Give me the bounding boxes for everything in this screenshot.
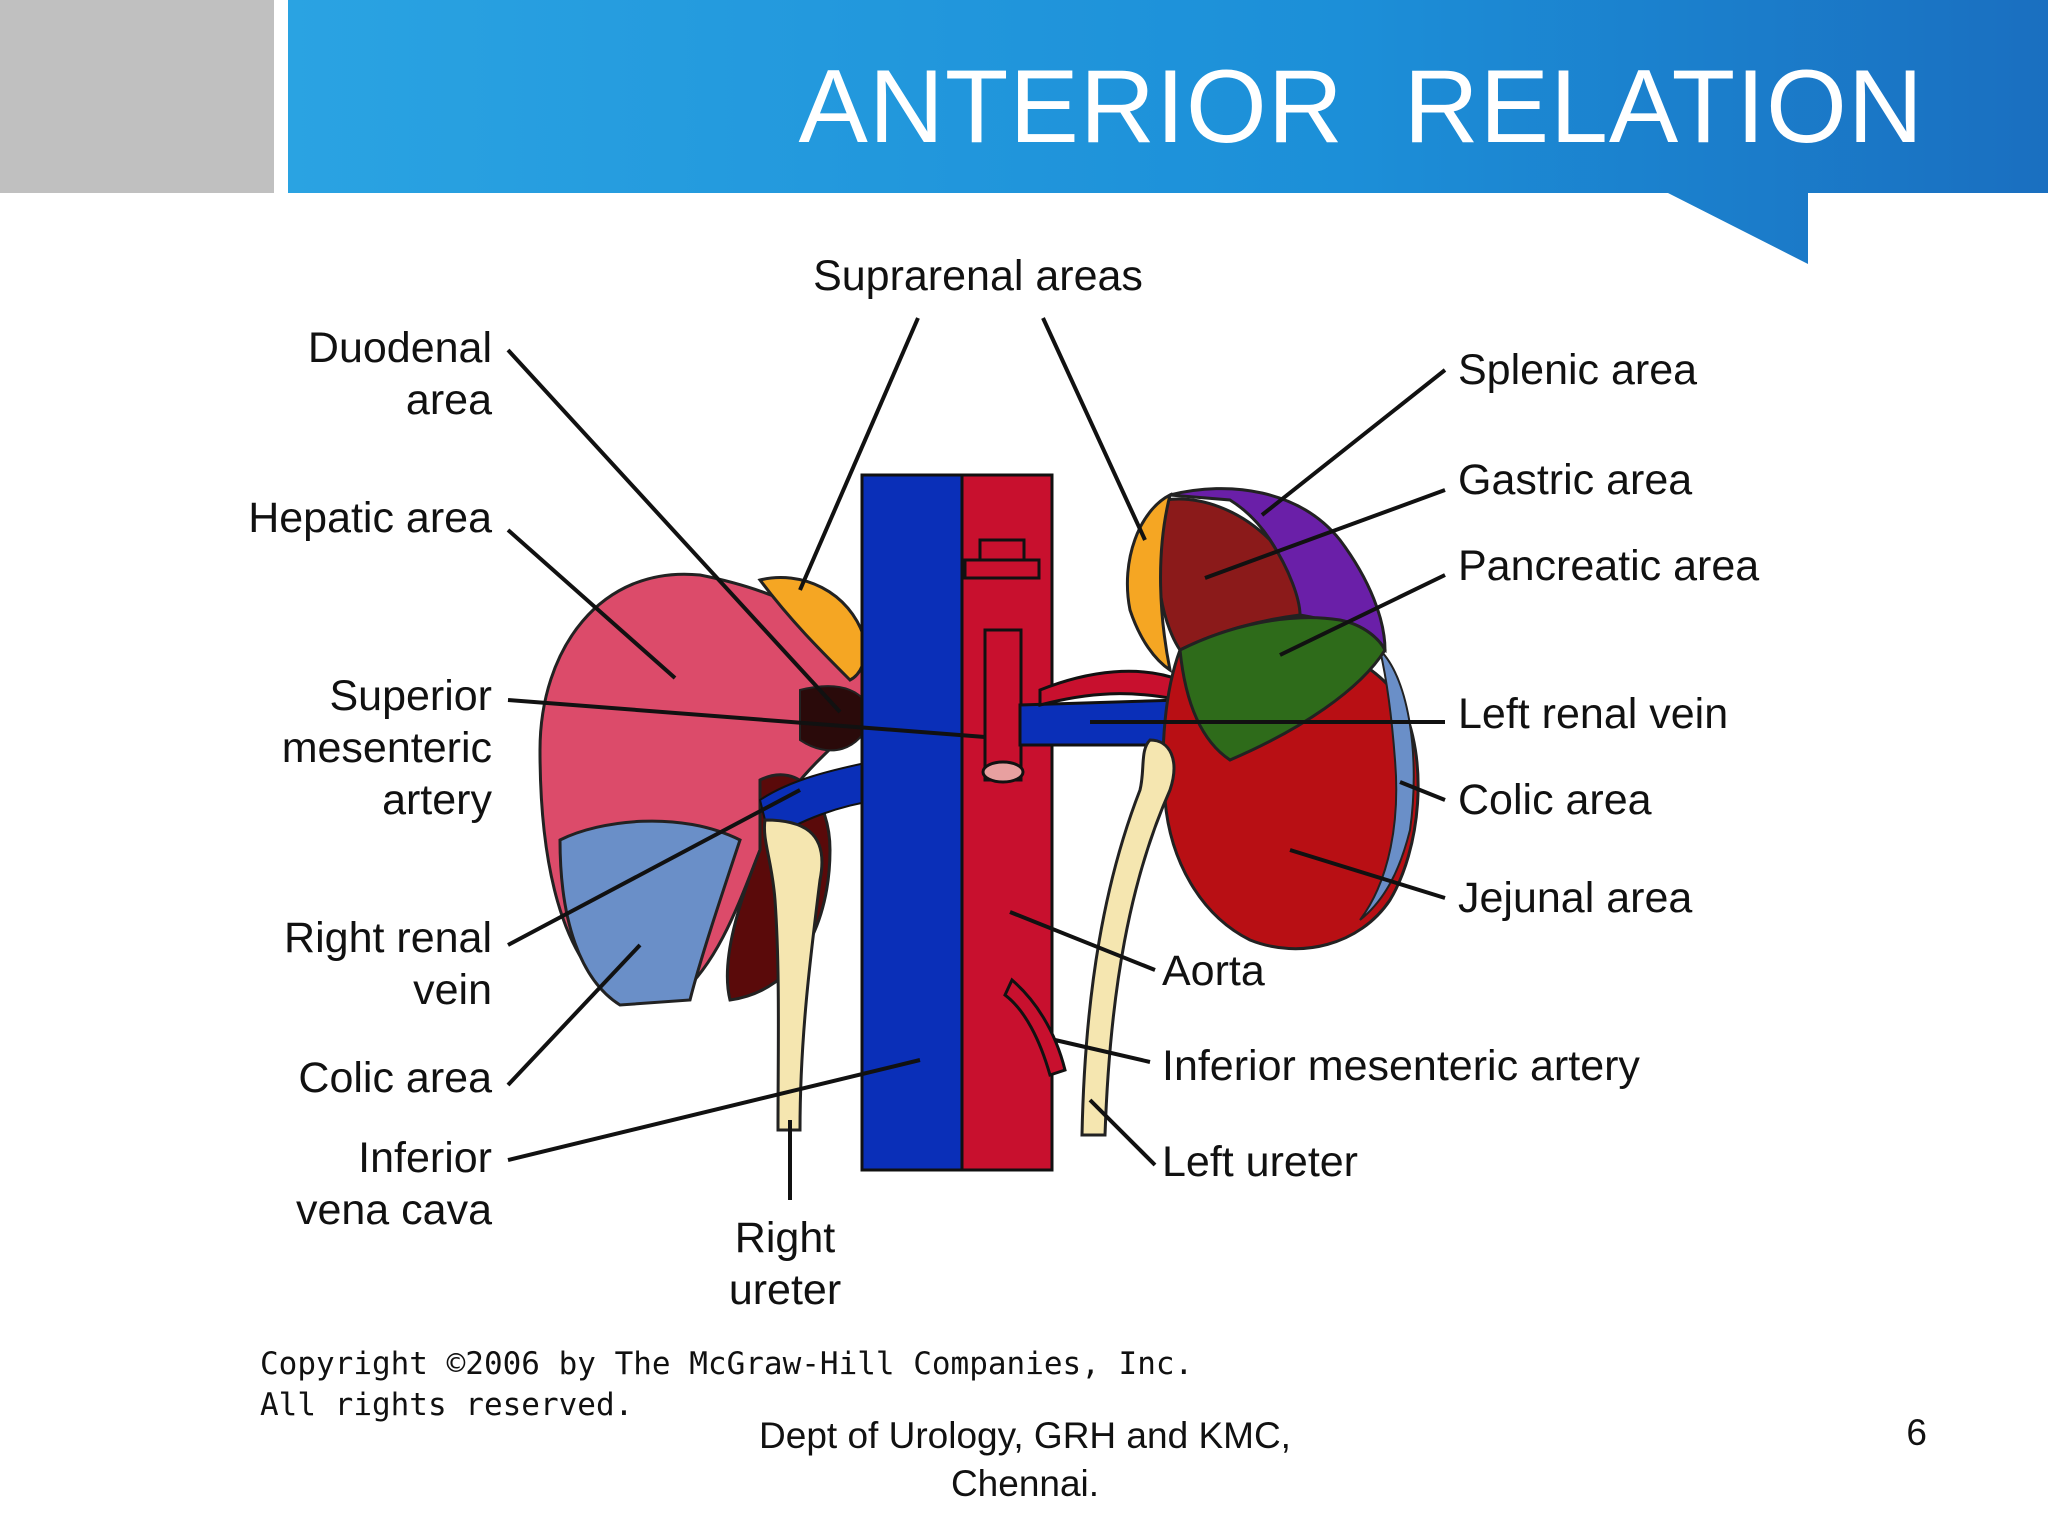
label-right-ureter-line2: ureter — [729, 1266, 841, 1314]
colic-area-right-region — [558, 819, 742, 1007]
left-kidney — [1080, 487, 1420, 1137]
superior-mesenteric-artery-shape — [983, 628, 1023, 782]
footer-line2: Chennai. — [950, 1463, 1100, 1504]
label-aorta: Aorta — [1162, 947, 1265, 995]
label-sma-line1: Superior — [329, 672, 492, 720]
colic-area-left-region — [1359, 646, 1415, 921]
header-band — [288, 0, 2048, 264]
right-ureter-shape — [762, 818, 824, 1132]
aorta-shape — [960, 473, 1054, 1172]
copyright-notice: Copyright ©2006 by The McGraw-Hill Compa… — [260, 1344, 1193, 1426]
inferior-mesenteric-artery-shape — [1003, 977, 1067, 1077]
label-sma-line3: artery — [382, 776, 492, 824]
duodenal-area-region — [799, 685, 872, 752]
pancreatic-area-region — [1178, 616, 1387, 762]
label-right-ureter-line1: Right — [735, 1214, 835, 1262]
copyright-line1: Copyright ©2006 by The McGraw-Hill Compa… — [260, 1346, 1194, 1382]
label-gastric-area: Gastric area — [1458, 456, 1692, 504]
label-pancreatic-area: Pancreatic area — [1458, 542, 1759, 590]
label-left-ureter: Left ureter — [1162, 1138, 1358, 1186]
sma-stump — [981, 760, 1025, 784]
footer-line1: Dept of Urology, GRH and KMC, — [759, 1415, 1291, 1456]
label-colic-area-left: Colic area — [1458, 776, 1652, 824]
label-sma-line2: mesenteric — [282, 724, 492, 772]
label-ivc-line2: vena cava — [296, 1186, 492, 1234]
label-right-renal-vein-line1: Right renal — [284, 914, 492, 962]
leader-lines — [506, 317, 1447, 1200]
label-colic-area-right: Colic area — [298, 1054, 492, 1102]
suprarenal-area-left-region — [1125, 492, 1173, 674]
label-splenic-area: Splenic area — [1458, 346, 1697, 394]
label-suprarenal-areas: Suprarenal areas — [813, 252, 1143, 300]
label-duodenal-area-line1: Duodenal — [308, 324, 492, 372]
label-inferior-mesenteric-artery: Inferior mesenteric artery — [1162, 1042, 1640, 1090]
label-right-renal-vein-line2: vein — [413, 966, 492, 1014]
page-number: 6 — [1906, 1412, 1927, 1453]
label-left-renal-vein: Left renal vein — [1458, 690, 1728, 738]
label-hepatic-area: Hepatic area — [248, 494, 492, 542]
celiac-trunk — [963, 538, 1041, 580]
slide-title: ANTERIOR RELATION — [798, 49, 1924, 165]
copyright-line2: All rights reserved. — [260, 1387, 634, 1423]
label-jejunal-area: Jejunal area — [1458, 874, 1692, 922]
slide-footer: Dept of Urology, GRH and KMC, Chennai. — [700, 1412, 1350, 1508]
label-duodenal-area-line2: area — [406, 376, 492, 424]
header-gray-block — [0, 0, 274, 193]
inferior-vena-cava-shape — [860, 473, 964, 1172]
right-kidney — [538, 572, 881, 1132]
label-ivc-line1: Inferior — [358, 1134, 492, 1182]
left-ureter-shape — [1080, 738, 1176, 1137]
